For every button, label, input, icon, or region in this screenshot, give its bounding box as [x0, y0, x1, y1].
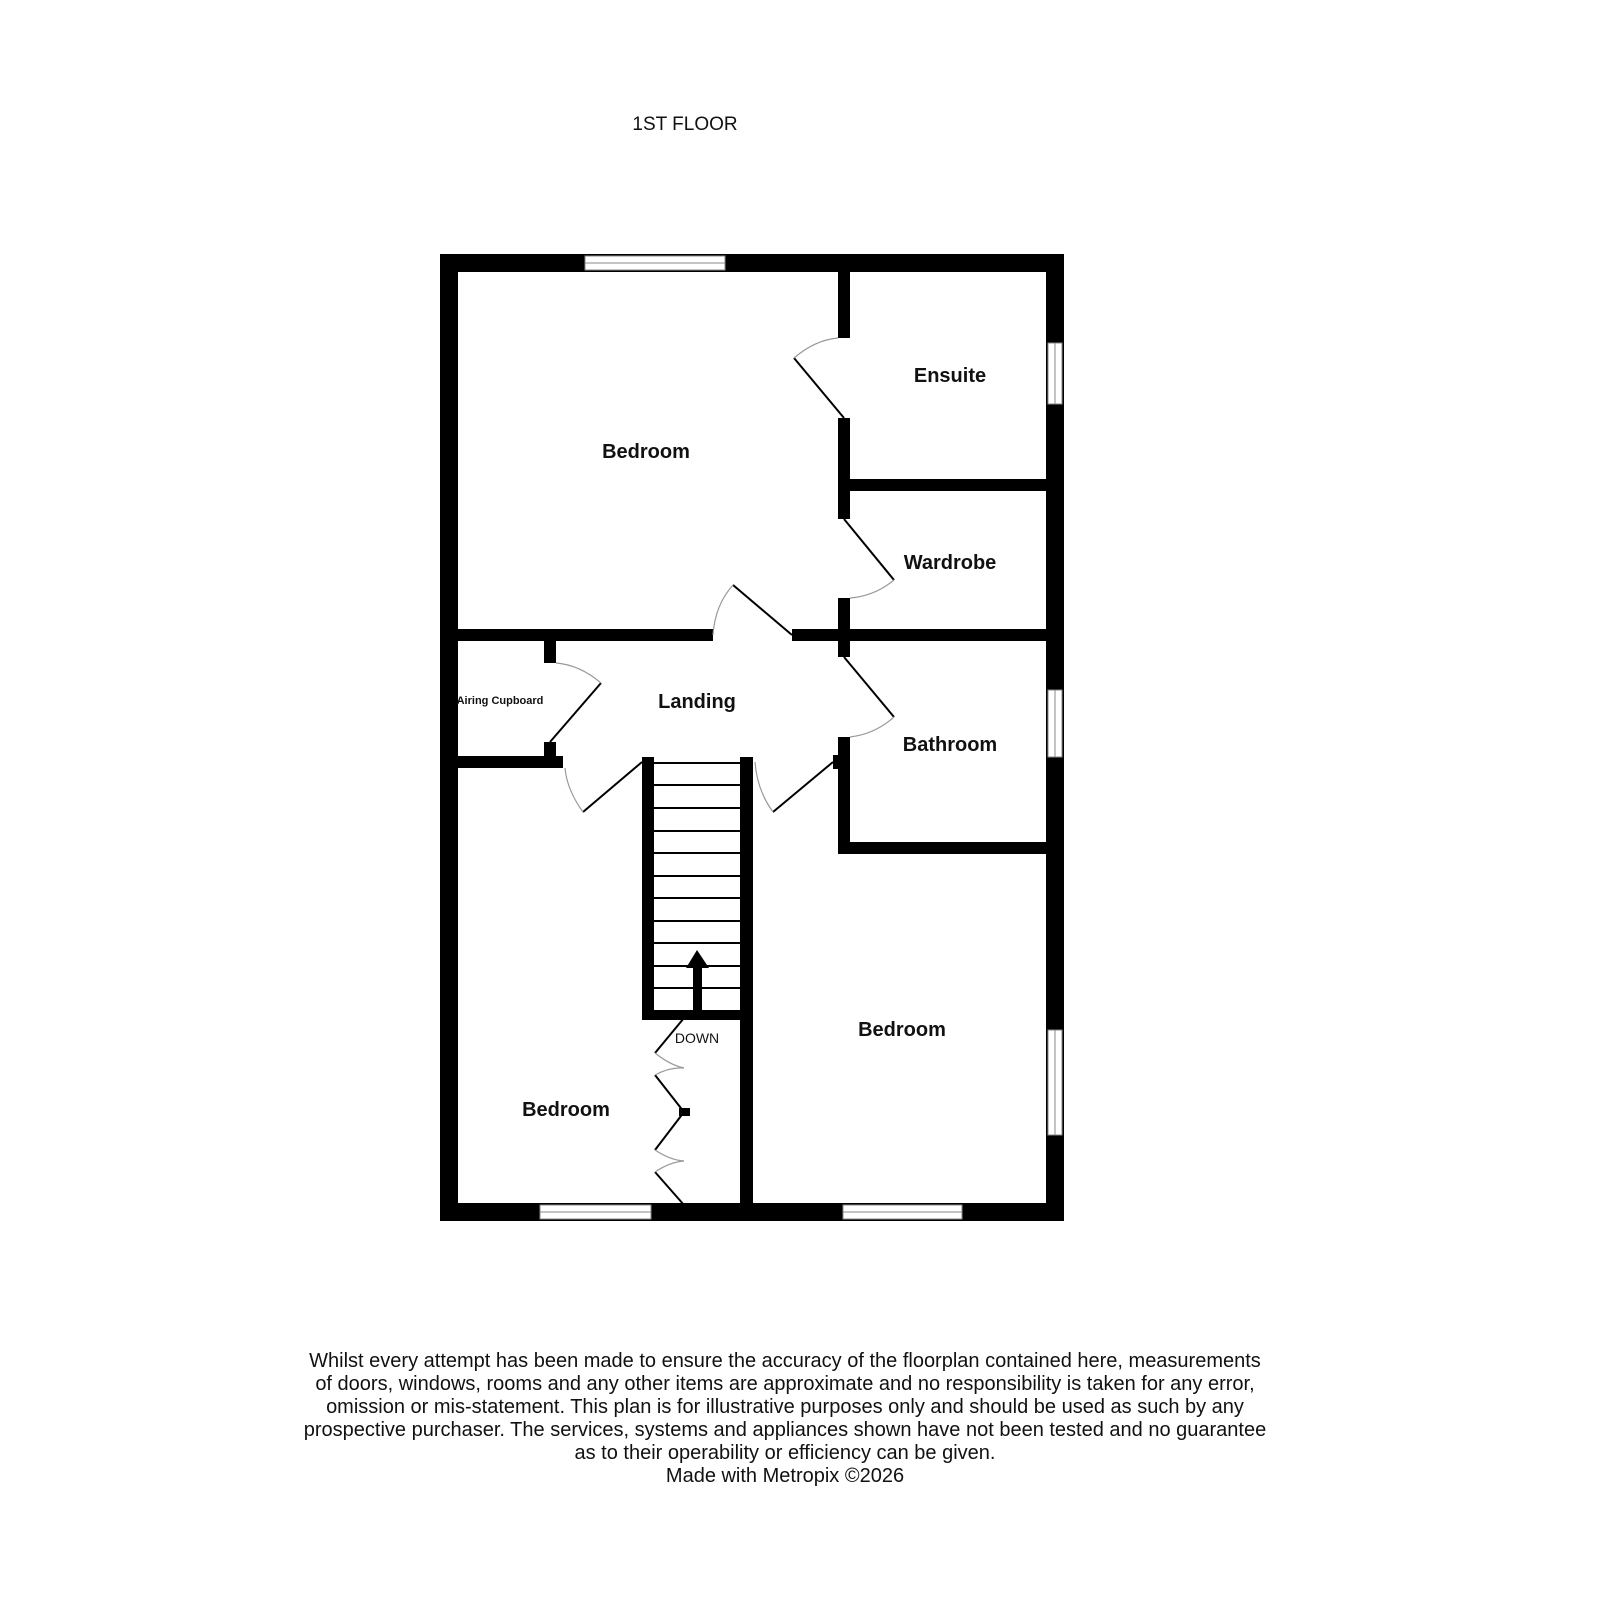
doors	[549, 337, 895, 1206]
room-label-landing: Landing	[658, 691, 736, 713]
room-label-bedroom-main: Bedroom	[602, 441, 690, 463]
disclaimer: Whilst every attempt has been made to en…	[260, 1350, 1310, 1488]
stairs-arrow-icon	[686, 950, 709, 1010]
stairs-label: DOWN	[675, 1030, 719, 1046]
room-label-airing-cupboard: Airing Cupboard	[457, 695, 544, 707]
floor-title: 1ST FLOOR	[632, 114, 738, 135]
disclaimer-line: omission or mis-statement. This plan is …	[326, 1396, 1244, 1418]
room-label-ensuite: Ensuite	[914, 365, 986, 387]
room-label-bedroom-left: Bedroom	[522, 1099, 610, 1121]
room-label-bathroom: Bathroom	[903, 734, 997, 756]
room-label-bedroom-right: Bedroom	[858, 1019, 946, 1041]
credit-line: Made with Metropix ©2026	[665, 1465, 905, 1487]
disclaimer-line: prospective purchaser. The services, sys…	[303, 1419, 1267, 1441]
disclaimer-line: as to their operability or efficiency ca…	[574, 1442, 996, 1464]
disclaimer-line: of doors, windows, rooms and any other i…	[315, 1373, 1255, 1395]
room-label-wardrobe: Wardrobe	[904, 552, 997, 574]
windows	[539, 255, 1063, 1220]
disclaimer-line: Whilst every attempt has been made to en…	[309, 1350, 1261, 1372]
